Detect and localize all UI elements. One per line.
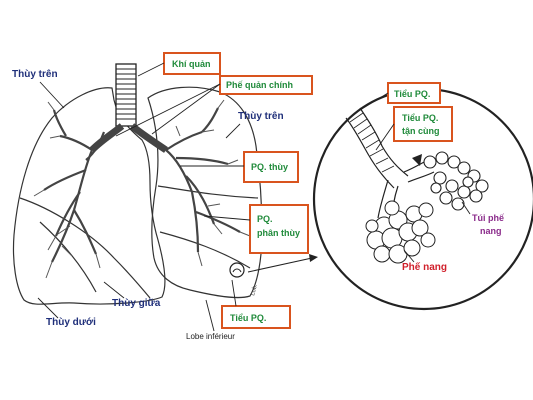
svg-text:tận cùng: tận cùng (402, 126, 440, 136)
label-thuy-tren-left: Thùy trên (12, 69, 58, 80)
label-lobe-inferieur: Lobe inférieur (186, 332, 235, 341)
svg-text:PQ.: PQ. (257, 214, 273, 224)
svg-text:Tiểu PQ.: Tiểu PQ. (394, 89, 430, 99)
label-tui-phe-nang-line1: Túi phế (472, 213, 505, 223)
svg-text:Khí quản: Khí quản (172, 59, 211, 69)
lungs-illustration (12, 86, 263, 305)
trachea-rings (116, 68, 136, 120)
left-lung-fissure-2 (39, 221, 97, 293)
alveoli-cluster-lower (365, 200, 436, 264)
label-thuy-giua: Thùy giữa (112, 298, 161, 309)
right-lung-fissure (157, 185, 259, 199)
lobe-pointer-lines (37, 81, 241, 332)
callout-zoom-tieu-pq-tan-cung: Tiểu PQ. tận cùng (393, 106, 453, 142)
callout-pq-phan-thuy: PQ. phân thùy (249, 204, 309, 254)
left-main-bronchus (89, 123, 125, 153)
left-lung-outline (12, 87, 166, 305)
callout-pq-thuy: PQ. thùy (243, 151, 299, 183)
callout-zoom-tieu-pq: Tiểu PQ. (387, 82, 441, 104)
callout-khi-quan: Khí quản (163, 52, 221, 75)
callout-tieu-pq: Tiểu PQ. (221, 305, 291, 329)
zoom-arrow-line (247, 257, 313, 273)
svg-text:PQ. thùy: PQ. thùy (251, 162, 288, 172)
airway-tree (33, 63, 251, 279)
svg-text:Tiểu PQ.: Tiểu PQ. (230, 313, 266, 323)
label-tui-phe-nang-line2: nang (480, 226, 502, 236)
alveolar-sac (423, 151, 489, 211)
callout-phe-quan-chinh: Phế quản chính (219, 75, 313, 95)
left-lung-fissure (19, 197, 151, 299)
label-phe-nang: Phế nang (402, 261, 447, 273)
right-lung-outline (147, 86, 263, 299)
lobule-marker-circle (229, 262, 245, 278)
svg-text:Phế quản chính: Phế quản chính (226, 80, 293, 90)
svg-text:phân thùy: phân thùy (257, 228, 300, 238)
svg-text:Tiểu PQ.: Tiểu PQ. (402, 113, 438, 123)
right-lung-fissure-2 (159, 231, 251, 269)
label-thuy-duoi: Thùy dưới (46, 317, 96, 328)
label-thuy-tren-right: Thùy trên (238, 111, 284, 122)
trachea (115, 63, 137, 127)
illegible-note: Lob. (250, 283, 259, 296)
zoom-arrow-head (309, 254, 318, 262)
right-main-bronchus (129, 123, 168, 153)
